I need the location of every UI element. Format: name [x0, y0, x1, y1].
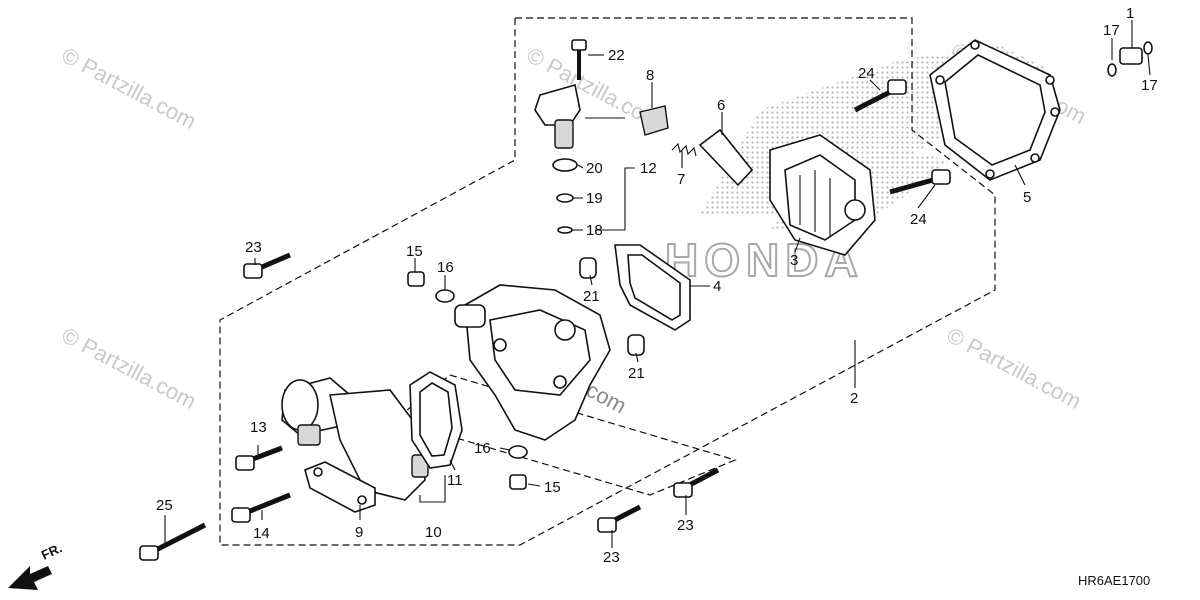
- callout-17-left: 17: [1103, 22, 1120, 39]
- callout-15-upper: 15: [406, 243, 423, 260]
- callout-5: 5: [1023, 189, 1031, 206]
- callout-1: 1: [1126, 5, 1134, 22]
- leader-lines: [164, 20, 1151, 548]
- callout-14: 14: [253, 525, 270, 542]
- gasket-4: [614, 244, 691, 331]
- valve-body-3: [769, 134, 876, 256]
- callout-21-upper: 21: [583, 288, 600, 305]
- callout-23-lower-right: 23: [677, 517, 694, 534]
- callout-23-bottom: 23: [603, 549, 620, 566]
- callout-23-upper-left: 23: [245, 239, 262, 256]
- plate-9: [304, 461, 376, 513]
- valve-body-assembly-outline: [219, 17, 996, 546]
- callout-22: 22: [608, 47, 625, 64]
- watermark-bottom-left: © Partzilla.com: [58, 322, 201, 414]
- bolts: [139, 79, 951, 561]
- callout-20: 20: [586, 160, 603, 177]
- callout-12: 12: [640, 160, 657, 177]
- solenoid-10: [281, 377, 429, 501]
- callout-4: 4: [713, 278, 721, 295]
- callout-13: 13: [250, 419, 267, 436]
- small-parts: [407, 39, 1153, 490]
- callout-11: 11: [447, 472, 463, 489]
- callout-8: 8: [646, 67, 654, 84]
- callout-16-lower: 16: [474, 440, 491, 457]
- valve-body-main: [454, 284, 611, 441]
- callout-7: 7: [677, 171, 685, 188]
- front-arrow: FR.: [8, 540, 64, 590]
- callout-24-upper: 24: [858, 65, 875, 82]
- assembly-boundaries: [219, 17, 996, 546]
- callout-24-lower: 24: [910, 211, 927, 228]
- callout-6: 6: [717, 97, 725, 114]
- callout-17-right: 17: [1141, 77, 1158, 94]
- sensor-12: [534, 83, 581, 234]
- diagram-code: HR6AE1700: [1078, 573, 1150, 588]
- callout-2: 2: [850, 390, 858, 407]
- gasket-5: [929, 39, 1061, 181]
- callout-9: 9: [355, 524, 363, 541]
- callout-19: 19: [586, 190, 603, 207]
- callout-15-lower: 15: [544, 479, 561, 496]
- callout-labels: 1 2 3 4 5 6 7 8 9 10 11 12 13 14 15 15 1…: [156, 5, 1158, 566]
- gasket-11: [409, 371, 463, 469]
- watermark-bottom-right: © Partzilla.com: [943, 322, 1086, 414]
- solenoid-subassembly-outline: [393, 374, 737, 496]
- front-label: FR.: [39, 540, 64, 562]
- callout-3: 3: [790, 252, 798, 269]
- callout-21-lower: 21: [628, 365, 645, 382]
- callout-18: 18: [586, 222, 603, 239]
- callout-16-upper: 16: [437, 259, 454, 276]
- watermark-top-left: © Partzilla.com: [58, 42, 201, 134]
- callout-25: 25: [156, 497, 173, 514]
- callout-10: 10: [425, 524, 442, 541]
